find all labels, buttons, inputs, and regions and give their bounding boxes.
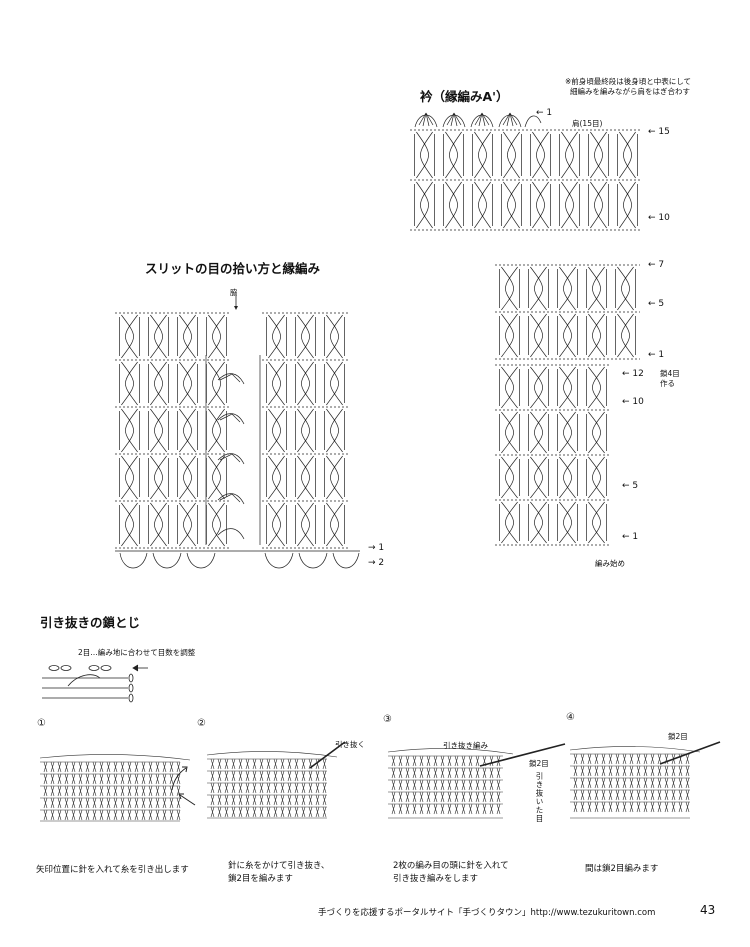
step-4-label: 鎖2目 <box>668 732 688 741</box>
join-diagram <box>42 664 148 703</box>
collar-shell-edging <box>414 112 542 128</box>
step-4-num: ④ <box>566 712 575 723</box>
step-3-label: 引き抜き編み <box>443 741 488 750</box>
step-2-caption-2: 鎖2目を編みます <box>228 874 293 884</box>
slit-bottom-shells <box>115 550 360 569</box>
step-2-num: ② <box>197 718 206 729</box>
step-3-caption-2: 引き抜き編みをします <box>393 874 479 884</box>
crochet-hook-icon <box>479 743 566 767</box>
slit-chart-left <box>115 312 231 549</box>
step-2-caption-1: 針に糸をかけて引き抜き、 <box>228 861 330 871</box>
footer-text: 手づくりを応援するポータルサイト「手づくりタウン」http://www.tezu… <box>318 908 656 918</box>
slit-chart-right <box>262 312 349 549</box>
slit-row-1: → 1 <box>368 543 385 553</box>
step-3-label-2: 鎖2目 <box>529 759 549 768</box>
step-3-num: ③ <box>383 714 392 725</box>
front-row-1: ← 1 <box>622 532 639 542</box>
crochet-hook-icon <box>309 741 346 769</box>
collar-row-15: ← 15 <box>648 127 670 137</box>
slit-row-2: → 2 <box>368 558 385 568</box>
chain-note-2: 作る <box>660 379 675 388</box>
collar-note-1: ※前身頃最終段は後身頃と中表にして <box>565 77 692 86</box>
front-body-chart <box>495 364 611 546</box>
collar-row-7: ← 7 <box>648 260 665 270</box>
side-marker-arrow <box>234 296 238 310</box>
shoulder-label: 肩(15目) <box>572 119 603 128</box>
step-2-fabric <box>206 751 338 819</box>
join-title: 引き抜きの鎖とじ <box>40 615 141 630</box>
collar-row-top: ← 1 <box>536 108 553 118</box>
collar-note-2: 細編みを編みながら肩をはぎ合わす <box>570 87 690 96</box>
front-row-5: ← 5 <box>622 481 639 491</box>
join-note: 2目…編み地に合わせて目数を調整 <box>78 648 196 657</box>
step-1-fabric <box>39 754 191 822</box>
step-4-fabric <box>569 746 701 819</box>
collar-row-10: ← 10 <box>648 213 670 223</box>
collar-row-5: ← 5 <box>648 299 665 309</box>
crochet-hook-icon <box>659 741 721 765</box>
step-3-fabric <box>387 748 514 819</box>
arrow-icon <box>171 766 196 806</box>
collar-row-1: ← 1 <box>648 350 665 360</box>
step-2-label: 引き抜く <box>335 740 365 749</box>
chain-note-1: 鎖4目 <box>660 369 680 378</box>
step-1-num: ① <box>37 718 46 729</box>
page-number: 43 <box>700 903 716 917</box>
side-label: 脇 <box>230 288 238 297</box>
slit-title: スリットの目の拾い方と縁編み <box>145 261 321 276</box>
front-row-10: ← 10 <box>622 397 644 407</box>
start-label: 編み始め <box>595 559 625 568</box>
collar-lower-chart <box>495 264 640 360</box>
collar-upper-chart <box>410 129 642 231</box>
front-row-12: ← 12 <box>622 369 644 379</box>
step-3-caption-1: 2枚の編み目の頭に針を入れて <box>393 861 509 871</box>
slit-edging <box>205 355 261 545</box>
step-4-caption: 間は鎖2目編みます <box>585 864 659 874</box>
step-3-label-3: 引き抜いた目 <box>535 772 544 823</box>
step-1-caption: 矢印位置に針を入れて糸を引き出します <box>36 865 189 875</box>
collar-title: 衿（縁編みA'） <box>420 89 509 104</box>
